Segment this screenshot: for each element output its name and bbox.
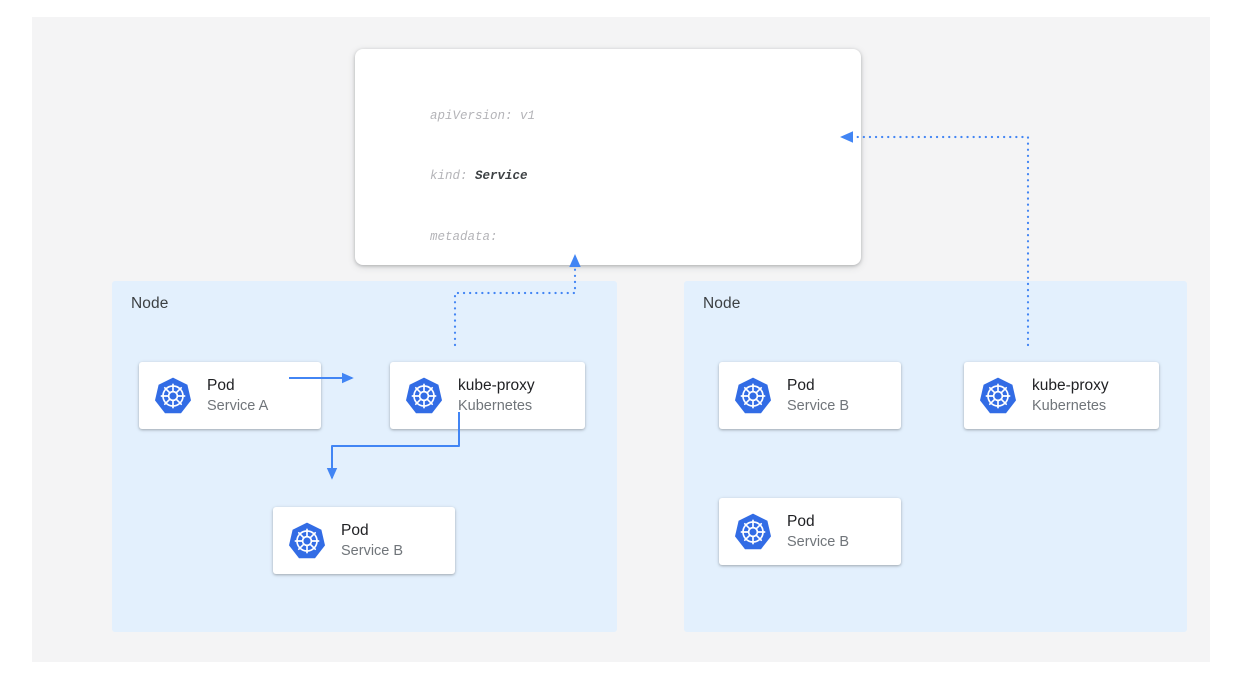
card-subtitle: Service B: [341, 542, 404, 559]
service-manifest-yaml: apiVersion: v1 kind: Service metadata: n…: [430, 66, 738, 265]
kubernetes-icon: [155, 377, 191, 413]
card-kube-proxy-right[interactable]: kube-proxy Kubernetes: [964, 362, 1159, 429]
kubernetes-icon: [289, 522, 325, 558]
node-box-left: Node: [112, 281, 617, 632]
card-kube-proxy-left[interactable]: kube-proxy Kubernetes: [390, 362, 585, 429]
card-title: Pod: [341, 521, 369, 539]
card-text: Pod Service A: [207, 376, 268, 416]
card-title: Pod: [787, 512, 815, 530]
card-text: Pod Service B: [787, 376, 849, 416]
node-label-left: Node: [131, 295, 169, 312]
yaml-line-kind: kind: Service: [430, 169, 528, 184]
card-title: kube-proxy: [458, 376, 535, 394]
card-subtitle: Service B: [787, 533, 850, 550]
card-subtitle: Service A: [207, 397, 269, 414]
card-title: kube-proxy: [1032, 376, 1109, 394]
node-box-right: Node: [684, 281, 1187, 632]
card-subtitle: Kubernetes: [1032, 397, 1107, 414]
kubernetes-icon: [406, 377, 442, 413]
kubernetes-icon: [980, 377, 1016, 413]
card-title: Pod: [787, 376, 815, 394]
card-title: Pod: [207, 376, 235, 394]
yaml-value-kind: Service: [475, 169, 528, 184]
card-text: Pod Service B: [341, 521, 403, 561]
card-text: kube-proxy Kubernetes: [1032, 376, 1109, 416]
card-text: kube-proxy Kubernetes: [458, 376, 535, 416]
card-pod-service-b-right-top[interactable]: Pod Service B: [719, 362, 901, 429]
node-label-right: Node: [703, 295, 741, 312]
card-text: Pod Service B: [787, 512, 849, 552]
diagram-canvas: apiVersion: v1 kind: Service metadata: n…: [32, 17, 1210, 662]
card-pod-service-b-left[interactable]: Pod Service B: [273, 507, 455, 574]
card-subtitle: Kubernetes: [458, 397, 533, 414]
kubernetes-icon: [735, 513, 771, 549]
yaml-line-apiversion: apiVersion: v1: [430, 109, 536, 124]
card-subtitle: Service B: [787, 397, 850, 414]
card-pod-service-a[interactable]: Pod Service A: [139, 362, 321, 429]
service-manifest-card: apiVersion: v1 kind: Service metadata: n…: [355, 49, 861, 265]
card-pod-service-b-right-bottom[interactable]: Pod Service B: [719, 498, 901, 565]
kubernetes-icon: [735, 377, 771, 413]
yaml-line-metadata: metadata:: [430, 229, 498, 244]
